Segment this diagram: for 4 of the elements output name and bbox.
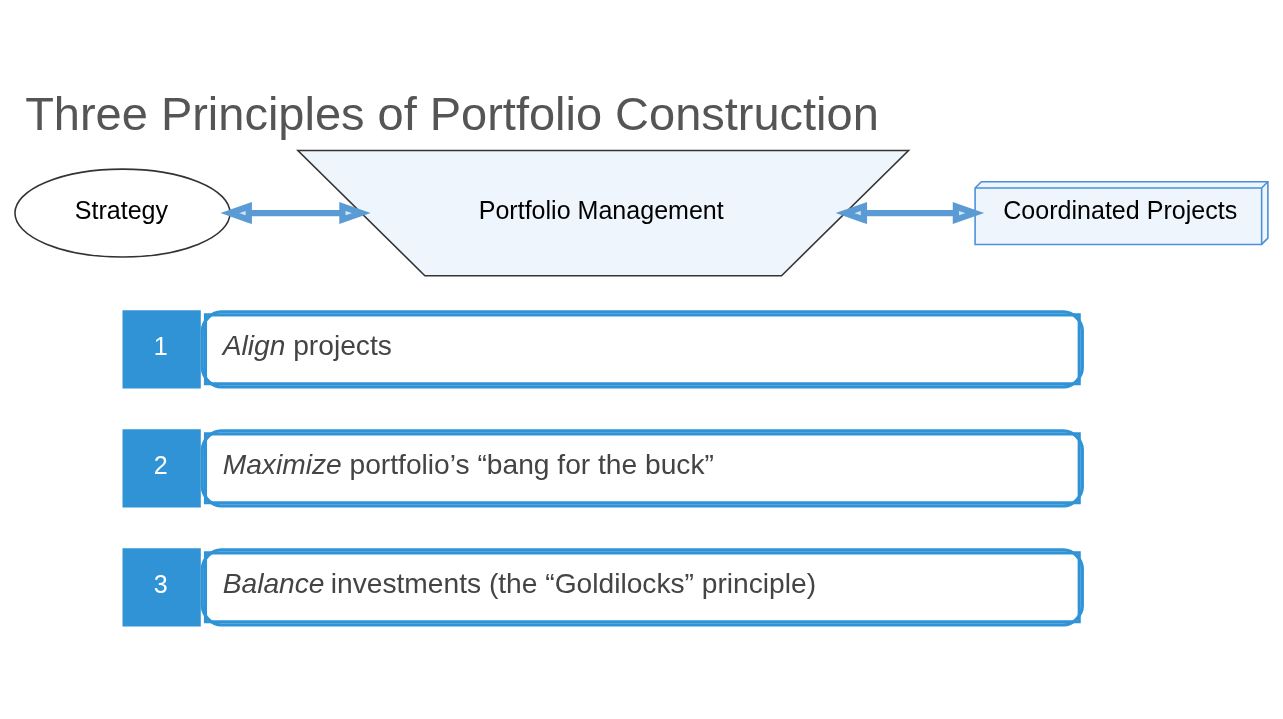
node-ellipse: Strategy bbox=[14, 168, 231, 258]
arrow bbox=[220, 202, 371, 225]
arrow bbox=[835, 202, 985, 225]
diagram-title: Three Principles of Portfolio Construction bbox=[25, 87, 879, 141]
